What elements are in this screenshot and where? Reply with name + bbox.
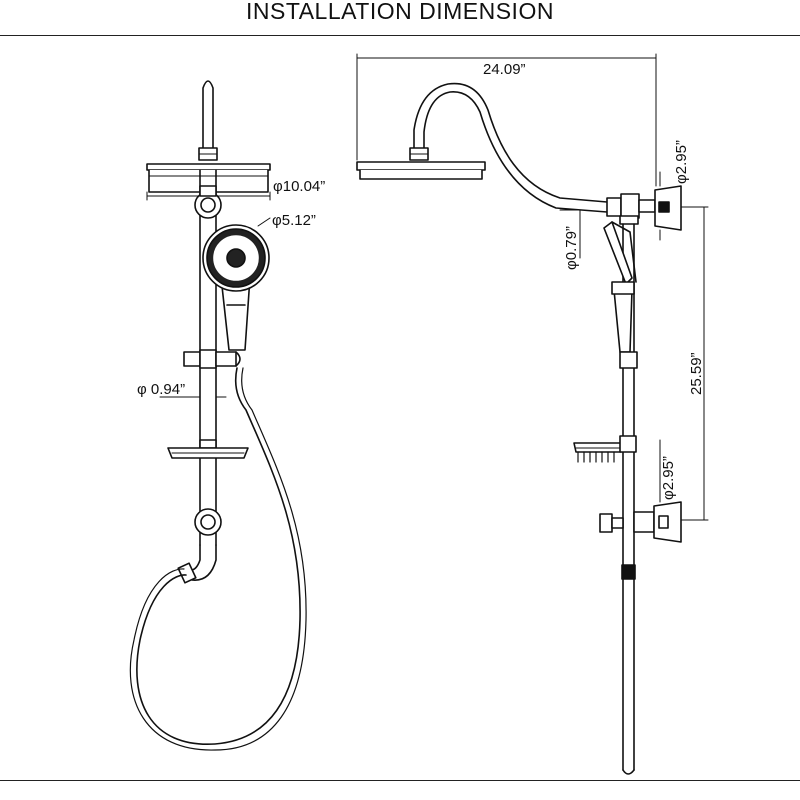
dim-rain-head-diameter: φ10.04” — [273, 178, 325, 195]
dim-arm-diameter: φ0.79” — [563, 226, 580, 270]
side-hand-shower — [603, 221, 637, 353]
front-rain-head — [146, 163, 271, 171]
front-soap-dish — [167, 439, 249, 459]
front-holder-clamp — [183, 349, 241, 369]
dim-handheld-diameter: φ5.12” — [272, 212, 316, 229]
title-bar: INSTALLATION DIMENSION — [0, 0, 800, 36]
page-title: INSTALLATION DIMENSION — [246, 0, 554, 24]
front-view — [129, 80, 307, 751]
side-dims — [356, 53, 709, 521]
dim-wall-mount-upper: φ2.95” — [673, 140, 690, 184]
side-upper-wall-mount — [654, 185, 682, 231]
dim-mount-spacing: 25.59” — [688, 352, 705, 395]
dim-pipe-diameter: φ 0.94” — [137, 381, 185, 398]
side-diverter — [606, 193, 656, 225]
side-rain-head — [356, 161, 486, 171]
side-holder-clamp — [619, 351, 638, 369]
front-hand-shower — [202, 224, 270, 351]
side-gooseneck-arm — [413, 82, 608, 203]
front-hose — [136, 367, 301, 745]
dim-arm-reach: 24.09” — [483, 61, 526, 78]
front-lower-bracket — [194, 508, 222, 536]
side-hose-clip — [621, 564, 636, 580]
side-lower-wall-mount — [599, 501, 682, 543]
front-top-pipe — [202, 80, 214, 149]
side-soap-dish — [573, 435, 637, 463]
dim-wall-mount-lower: φ2.95” — [660, 456, 677, 500]
bottom-rule — [0, 780, 800, 781]
front-dims — [146, 191, 271, 398]
side-view — [356, 82, 682, 775]
